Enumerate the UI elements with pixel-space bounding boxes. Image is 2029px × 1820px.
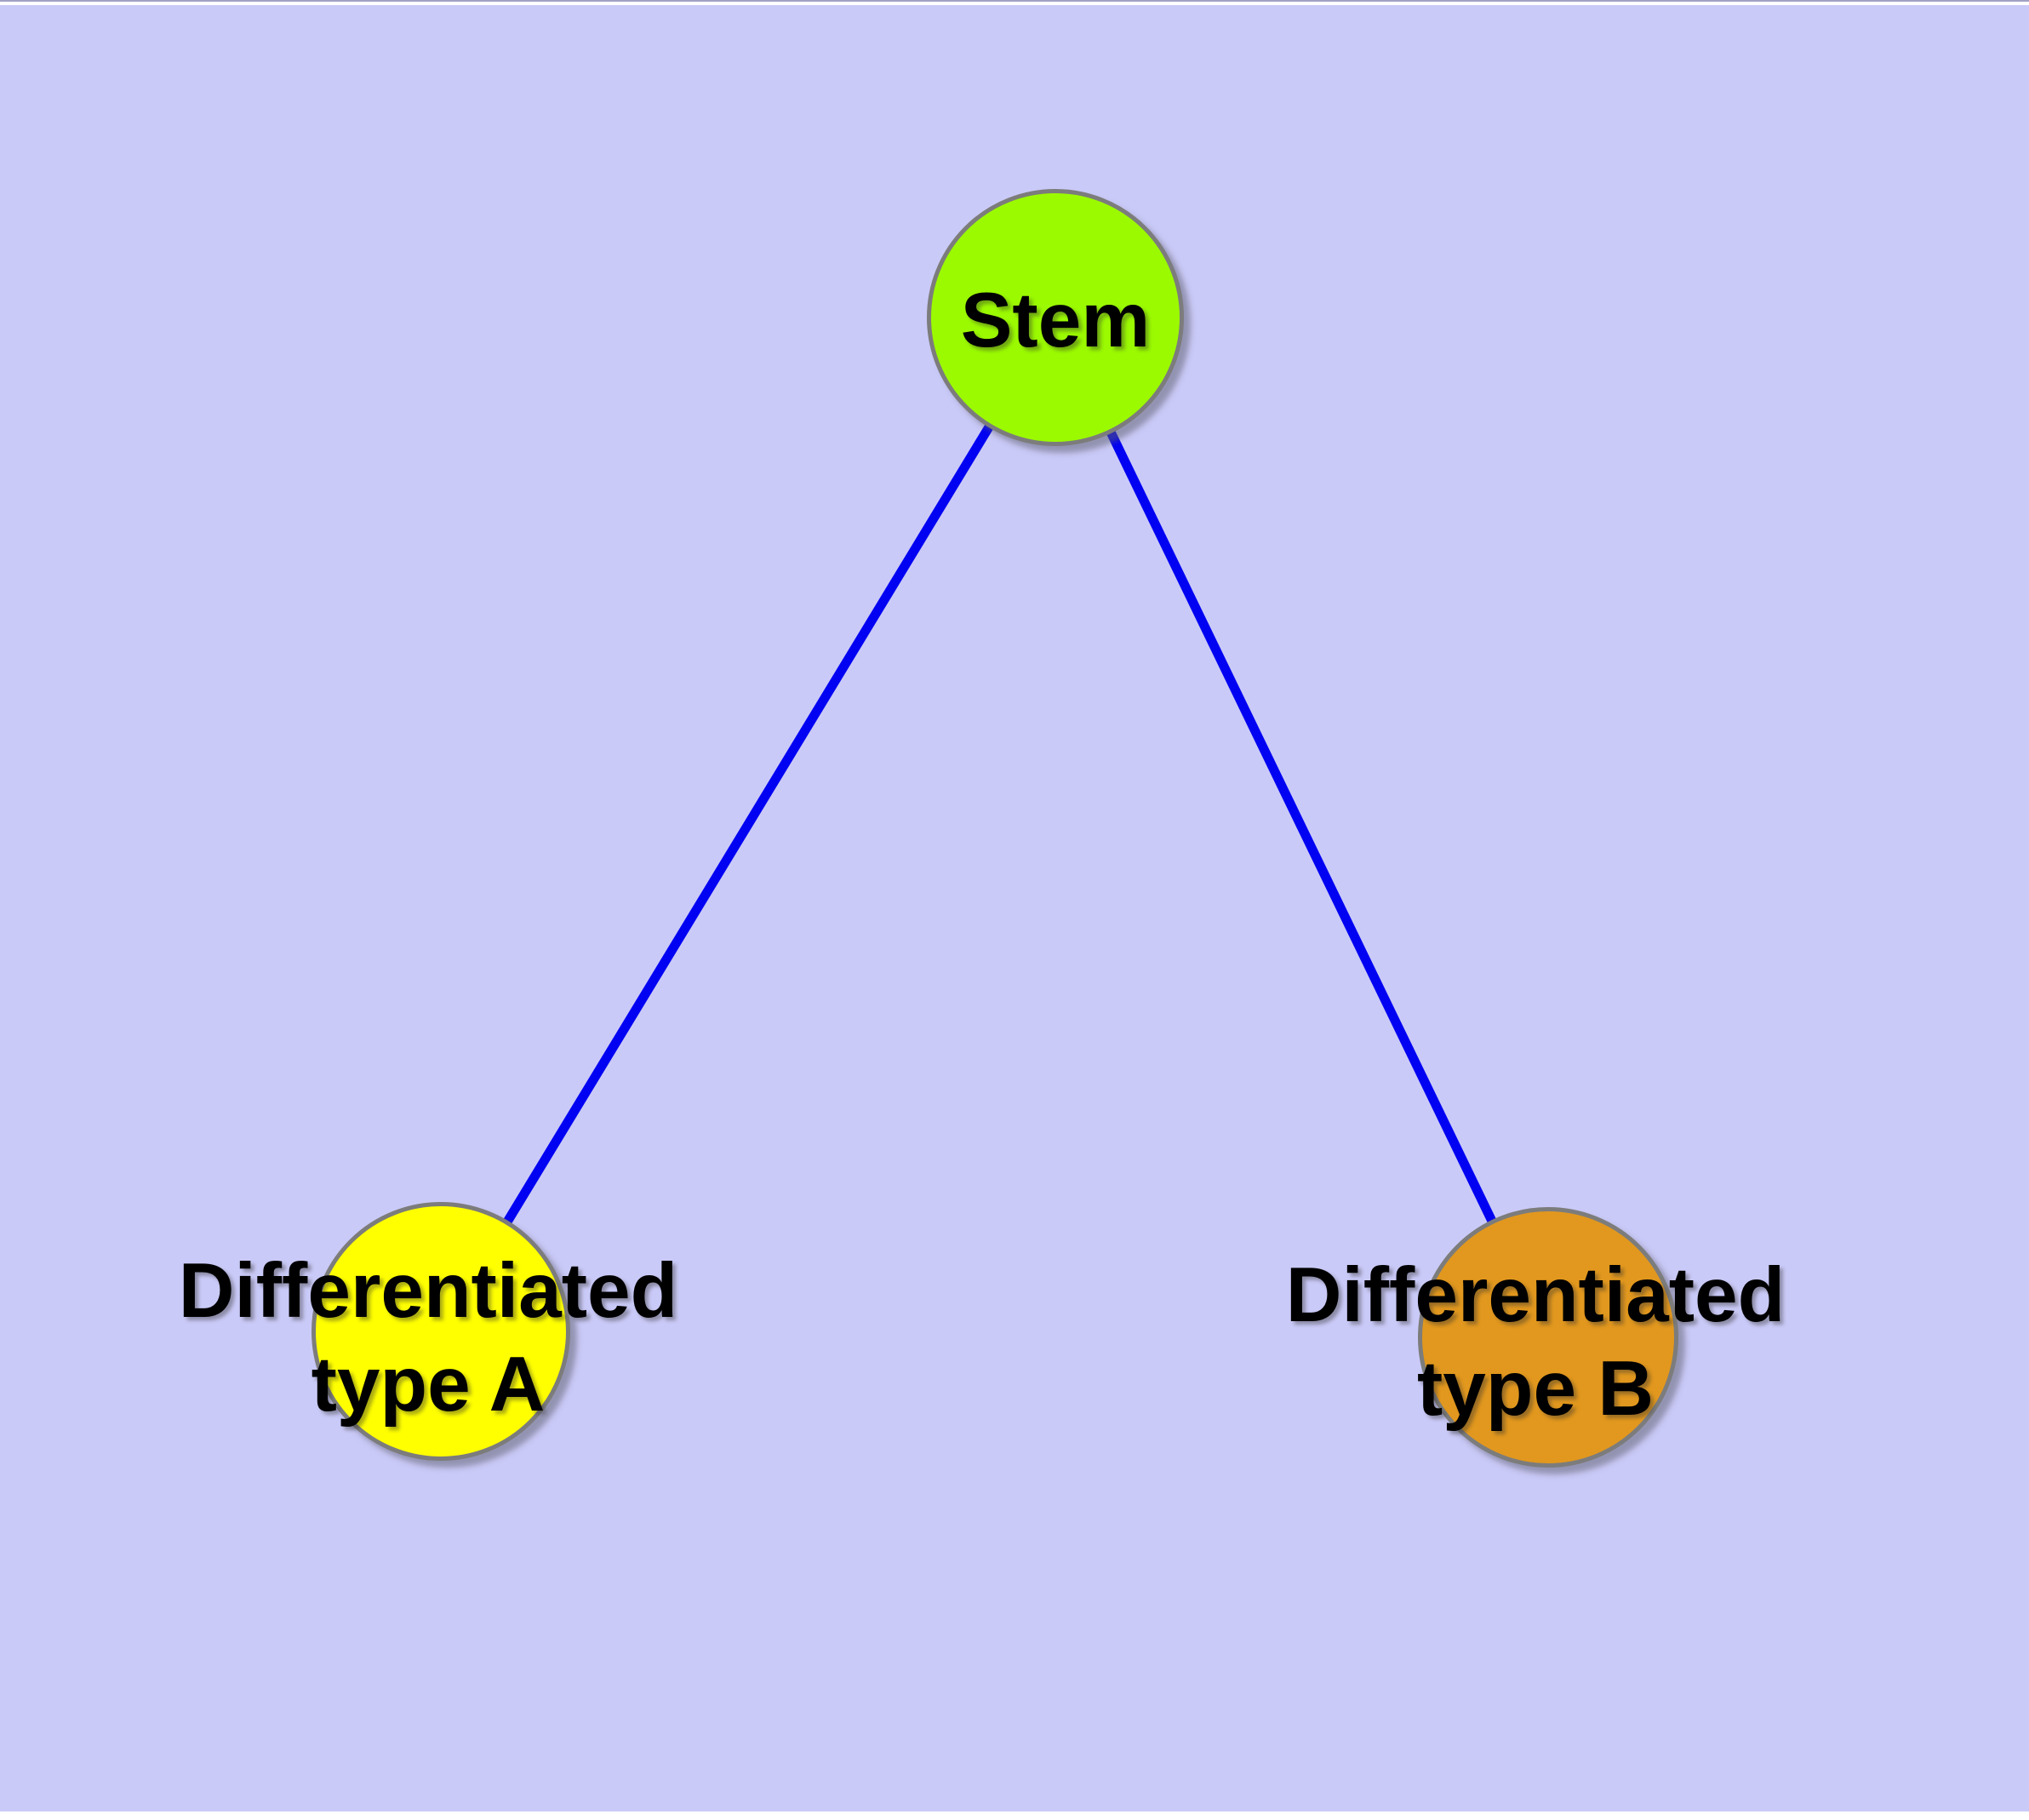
- edge-stem-to-type-a: [437, 315, 1060, 1334]
- node-type-b-label-line2: type B: [1416, 1346, 1655, 1432]
- node-stem: [927, 189, 1184, 446]
- node-type-b-label-line1: Differentiated: [1285, 1252, 1786, 1338]
- node-differentiated-type-a-label: Differentiated type A: [179, 1245, 678, 1432]
- node-type-a-label-line1: Differentiated: [178, 1248, 678, 1334]
- node-stem-label-text: Stem: [960, 278, 1151, 363]
- node-type-a-label-line2: type A: [311, 1342, 546, 1428]
- page-top-border: [0, 0, 2029, 2]
- node-differentiated-type-b-label: Differentiated type B: [1286, 1249, 1786, 1436]
- node-differentiated-type-b: [1418, 1207, 1678, 1468]
- node-stem-label: Stem: [961, 274, 1151, 368]
- edge-stem-to-type-b: [1051, 315, 1552, 1340]
- node-differentiated-type-a: [311, 1202, 570, 1461]
